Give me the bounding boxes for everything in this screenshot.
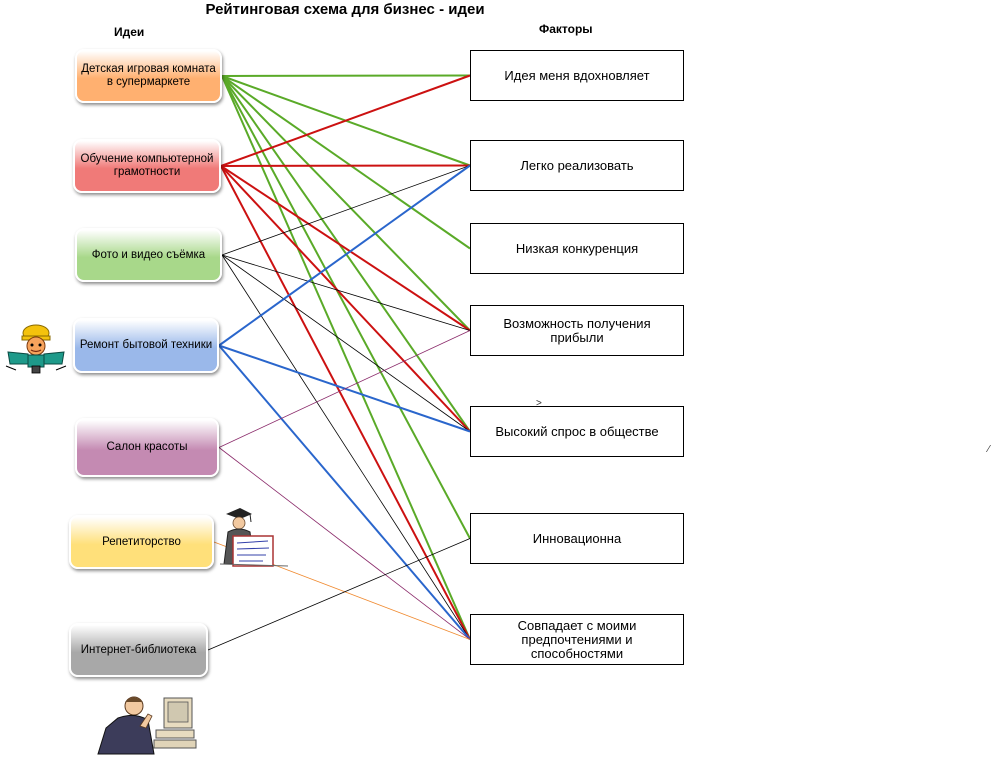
idea-label: Интернет-библиотека [80, 643, 197, 656]
connection-line-idea4-factor3 [218, 330, 471, 448]
idea-beauty-salon[interactable]: Салон красоты [75, 418, 219, 477]
factor-label: Совпадает с моими предпочтениями и спосо… [517, 617, 637, 661]
connection-line-idea1-factor4 [220, 165, 471, 433]
connection-line-idea2-factor4 [221, 254, 471, 432]
idea-appliance-repair[interactable]: Ремонт бытовой техники [73, 318, 219, 373]
stray-mark: ⁄ [988, 444, 990, 455]
connection-line-idea4-factor6 [218, 447, 471, 640]
computer-user-clipart-icon [97, 696, 197, 755]
connection-line-idea6-factor5 [207, 538, 471, 651]
connection-line-idea3-factor6 [218, 344, 471, 641]
idea-label: Салон красоты [106, 441, 188, 453]
factor-high-demand[interactable]: Высокий спрос в обществе [470, 406, 684, 457]
factor-label: Инновационна [532, 530, 622, 546]
idea-label: Обучение компьютерной грамотности [80, 153, 214, 178]
idea-kids-playroom[interactable]: Детская игровая комната в супермаркете [75, 49, 222, 103]
idea-internet-library[interactable]: Интернет-библиотека [69, 623, 208, 677]
connection-line-idea1-factor0 [220, 74, 471, 167]
ideas-column-header: Идеи [114, 25, 145, 39]
connection-line-idea2-factor6 [221, 254, 471, 640]
factor-label: Легко реализовать [520, 157, 634, 173]
factor-low-competition[interactable]: Низкая конкуренция [470, 223, 684, 274]
connection-line-idea0-factor2 [221, 75, 471, 250]
idea-photo-video[interactable]: Фото и видео съёмка [75, 228, 222, 282]
idea-tutoring[interactable]: Репетиторство [69, 515, 214, 569]
factors-column-header: Факторы [539, 22, 593, 36]
connection-line-idea1-factor3 [220, 165, 471, 332]
connection-line-idea1-factor6 [220, 165, 471, 640]
connection-line-idea0-factor6 [221, 75, 471, 640]
idea-label: Репетиторство [102, 535, 181, 548]
idea-label: Фото и видео съёмка [91, 248, 206, 261]
diagram-title: Рейтинговая схема для бизнес - идеи [205, 1, 485, 18]
factor-innovative[interactable]: Инновационна [470, 513, 684, 564]
teacher-clipart-icon [219, 508, 289, 567]
connection-line-idea2-factor1 [221, 165, 471, 256]
connection-line-idea0-factor0 [221, 74, 471, 77]
stray-mark: ˃ [536, 398, 542, 409]
idea-label: Ремонт бытовой техники [79, 339, 213, 351]
factor-label: Высокий спрос в обществе [495, 423, 659, 439]
factor-easy-to-implement[interactable]: Легко реализовать [470, 140, 684, 191]
connection-line-idea0-factor5 [221, 75, 471, 539]
connection-line-idea3-factor1 [218, 164, 471, 347]
connection-line-idea0-factor3 [221, 75, 471, 332]
repair-worker-clipart-icon [5, 324, 67, 374]
connection-line-idea1-factor1 [220, 164, 471, 167]
connection-line-idea3-factor4 [218, 344, 471, 433]
connection-line-idea2-factor3 [221, 254, 471, 331]
factor-label: Низкая конкуренция [515, 240, 639, 256]
idea-label: Детская игровая комната в супермаркете [81, 63, 216, 88]
factor-label: Возможность получения прибыли [503, 315, 651, 345]
factor-matches-preferences[interactable]: Совпадает с моими предпочтениями и спосо… [470, 614, 684, 665]
factor-label: Идея меня вдохновляет [504, 67, 650, 83]
factor-profit-potential[interactable]: Возможность получения прибыли [470, 305, 684, 356]
factor-inspires[interactable]: Идея меня вдохновляет [470, 50, 684, 101]
idea-computer-literacy[interactable]: Обучение компьютерной грамотности [73, 139, 221, 193]
